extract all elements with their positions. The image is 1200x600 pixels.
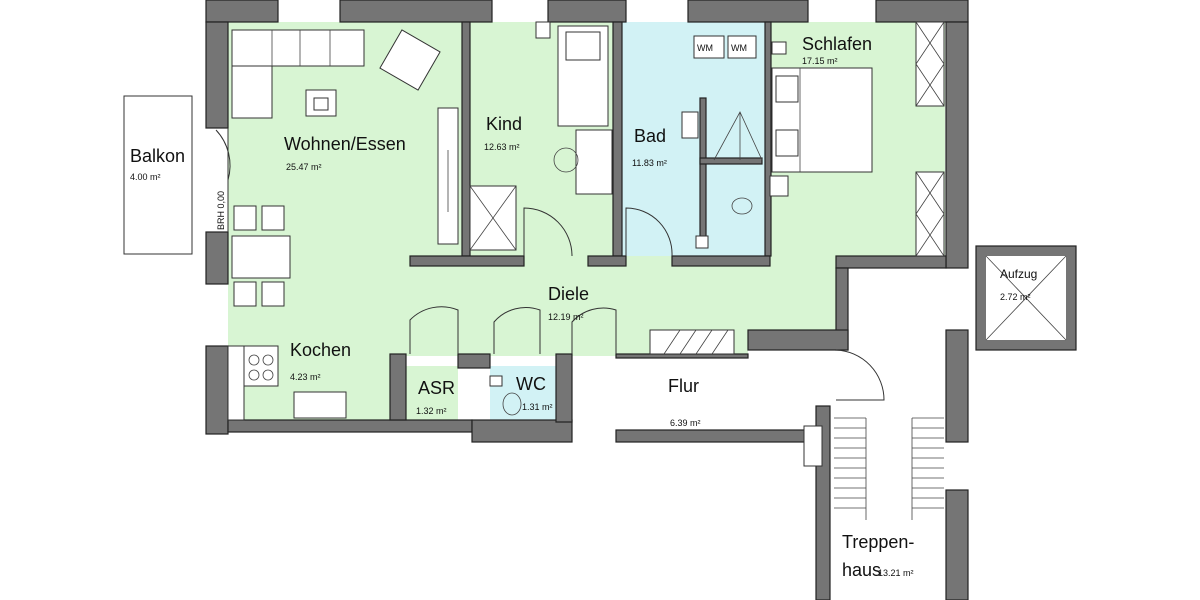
room-area-aufzug: 2.72 m² xyxy=(1000,292,1031,302)
brh-annotation: BRH 0,00 xyxy=(216,191,226,230)
room-fill-bad xyxy=(622,22,765,256)
room-label-asr: ASR xyxy=(418,378,455,398)
room-label-balkon: Balkon xyxy=(130,146,185,166)
room-area-kochen: 4.23 m² xyxy=(290,372,321,382)
washing-machine-tag-1: WM xyxy=(697,43,713,53)
balcony xyxy=(123,95,193,255)
room-area-balkon: 4.00 m² xyxy=(130,172,161,182)
furniture xyxy=(227,21,1067,467)
room-area-diele: 12.19 m² xyxy=(548,312,584,322)
room-area-flur: 6.39 m² xyxy=(670,418,701,428)
room-label-flur: Flur xyxy=(668,376,699,396)
room-label-kochen: Kochen xyxy=(290,340,351,360)
room-label-treppenhaus-2: haus xyxy=(842,560,881,580)
room-area-kind: 12.63 m² xyxy=(484,142,520,152)
room-label-aufzug: Aufzug xyxy=(1000,267,1037,281)
room-label-schlafen: Schlafen xyxy=(802,34,872,54)
room-label-wohnen: Wohnen/Essen xyxy=(284,134,406,154)
room-area-asr: 1.32 m² xyxy=(416,406,447,416)
room-area-bad: 11.83 m² xyxy=(632,158,667,168)
room-label-wc: WC xyxy=(516,374,546,394)
doors xyxy=(215,128,885,401)
room-label-bad: Bad xyxy=(634,126,666,146)
stairs xyxy=(834,417,944,520)
room-label-kind: Kind xyxy=(486,114,522,134)
room-area-wohnen: 25.47 m² xyxy=(286,162,322,172)
room-fill-wc xyxy=(490,366,556,422)
room-area-treppenhaus: 13.21 m² xyxy=(878,568,914,578)
room-label-diele: Diele xyxy=(548,284,589,304)
room-area-wc: 1.31 m² xyxy=(522,402,553,412)
room-labels: Wohnen/Essen 25.47 m² Kind 12.63 m² Bad … xyxy=(130,34,1037,580)
washing-machine-tag-2: WM xyxy=(731,43,747,53)
room-label-treppenhaus-1: Treppen- xyxy=(842,532,914,552)
room-area-schlafen: 17.15 m² xyxy=(802,56,838,66)
room-fill-asr xyxy=(406,366,458,420)
